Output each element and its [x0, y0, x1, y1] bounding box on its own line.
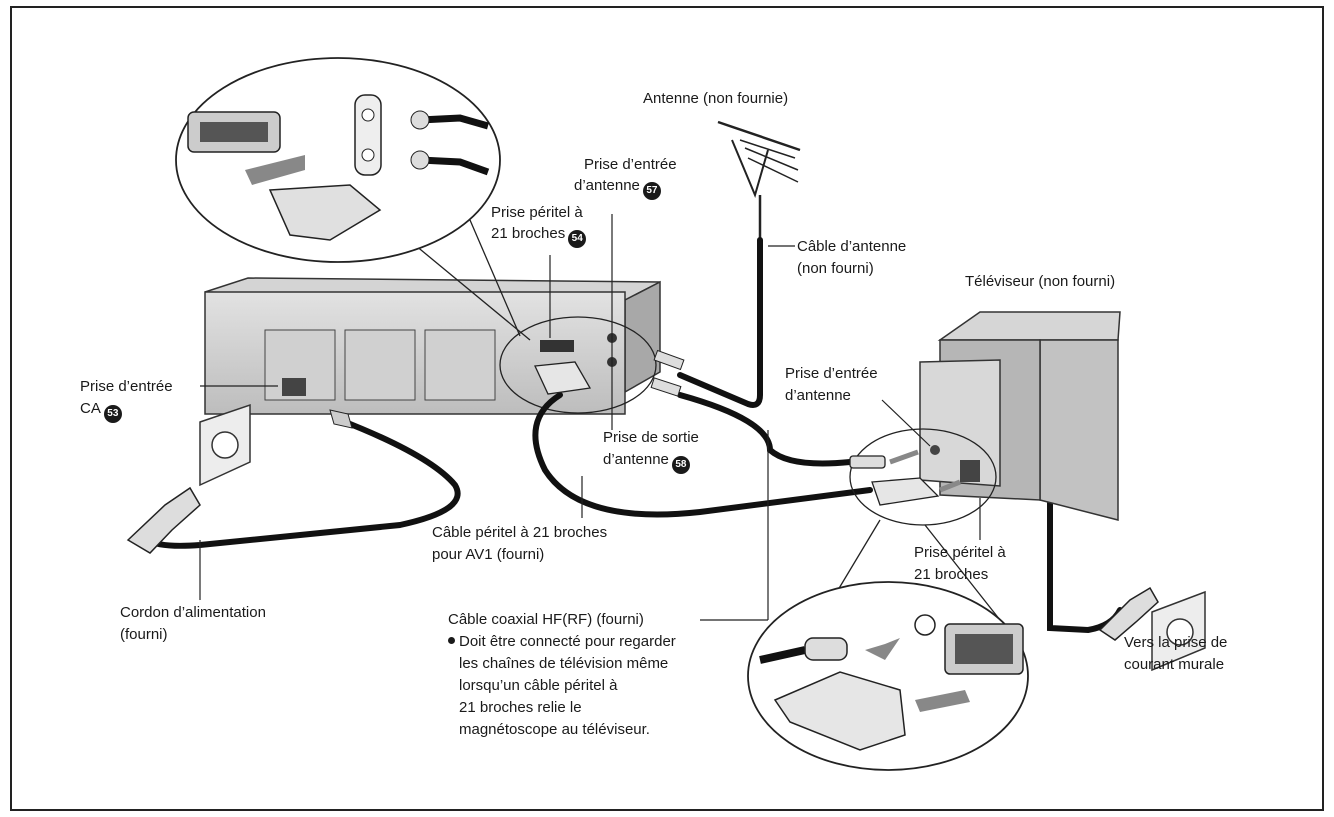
label-prise-entree-antenne-vcr-1: Prise d’entrée — [584, 156, 677, 173]
label-vers-prise-2: courant murale — [1124, 656, 1225, 673]
antenna-cable — [677, 237, 763, 408]
label-peritel-vcr-1: Prise péritel à — [491, 204, 583, 221]
label-coaxial-note-1: Doit être connecté pour regarder — [448, 631, 676, 652]
label-peritel-tv-1: Prise péritel à — [914, 544, 1006, 561]
ac-inlet — [282, 378, 306, 396]
diagram-frame — [10, 6, 1324, 811]
leader-lines — [199, 214, 981, 621]
wall-outlet-left — [126, 403, 251, 554]
callout-58: 58 — [671, 456, 690, 474]
rf-coaxial-cable — [677, 392, 853, 467]
zoom-circle-tv — [747, 519, 1029, 771]
label-prise-entree-ca-1: Prise d’entrée — [80, 378, 173, 395]
bullet-icon — [448, 637, 455, 644]
label-prise-sortie-antenne-1: Prise de sortie — [603, 429, 699, 446]
label-coaxial-note-5: magnétoscope au téléviseur. — [459, 721, 650, 738]
label-prise-entree-antenne-tv-1: Prise d’entrée — [785, 365, 878, 382]
label-peritel-tv-2: 21 broches — [914, 566, 989, 583]
label-cable-antenne-2: (non fourni) — [797, 260, 874, 277]
label-prise-entree-antenne-tv-2: d’antenne — [785, 387, 851, 404]
label-coaxial-title: Câble coaxial HF(RF) (fourni) — [448, 611, 644, 628]
label-cable-peritel-2: pour AV1 (fourni) — [432, 546, 545, 563]
wall-outlet-right — [1098, 586, 1206, 672]
zoom-circle-vcr — [175, 57, 531, 341]
label-coaxial-note-4: 21 broches relie le — [459, 699, 582, 716]
antenna — [717, 120, 801, 240]
television — [919, 311, 1121, 521]
callout-53: 53 — [103, 405, 122, 423]
power-cord — [145, 417, 461, 549]
scart-cable — [532, 392, 873, 518]
label-coaxial-note-2: les chaînes de télévision même — [459, 655, 669, 672]
callout-57: 57 — [642, 182, 661, 200]
label-cable-peritel-1: Câble péritel à 21 broches — [432, 524, 608, 541]
vcr-scart-socket — [540, 340, 574, 352]
label-cordon-1: Cordon d’alimentation — [120, 604, 266, 621]
label-televiseur: Téléviseur (non fourni) — [965, 273, 1116, 290]
label-antenne: Antenne (non fournie) — [643, 90, 789, 107]
label-cordon-2: (fourni) — [120, 626, 168, 643]
vcr-unit — [204, 277, 661, 415]
label-coaxial-note-3: lorsqu’un câble péritel à — [459, 677, 618, 694]
label-cable-antenne-1: Câble d’antenne — [797, 238, 907, 255]
label-vers-prise-1: Vers la prise de — [1124, 634, 1228, 651]
callout-54: 54 — [568, 230, 587, 248]
